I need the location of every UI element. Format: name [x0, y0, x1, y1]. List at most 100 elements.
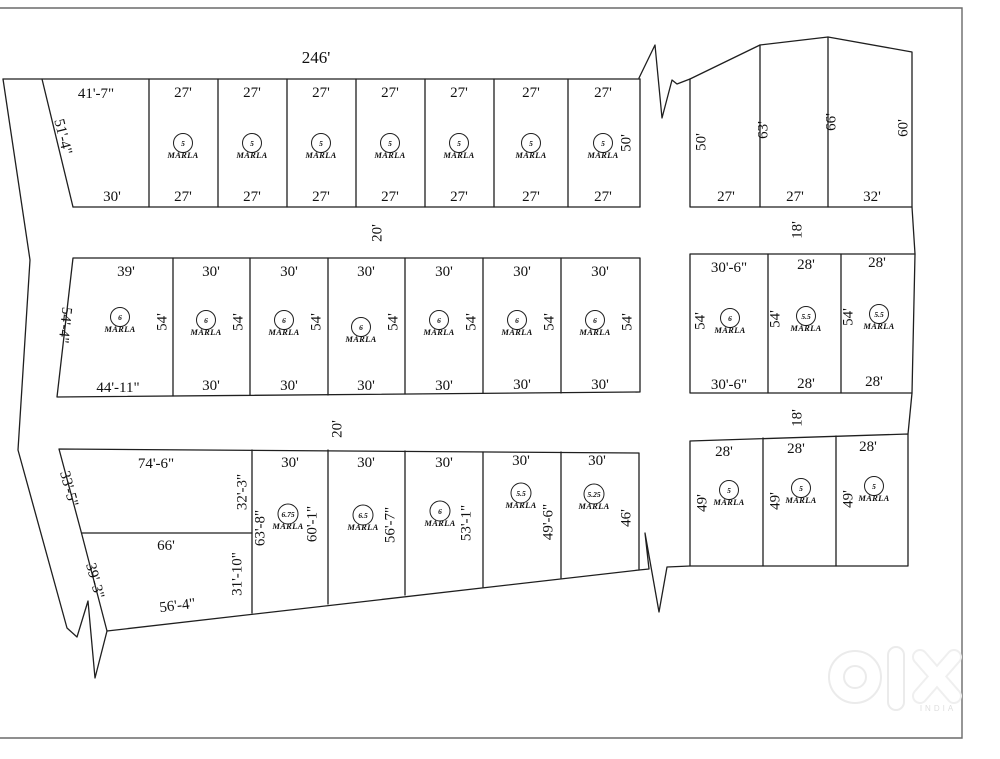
marla-value: 6	[728, 314, 732, 323]
dimension-label: 33'-5"	[56, 469, 81, 508]
row1-left-block-outline	[2, 78, 641, 208]
marla-circle	[585, 310, 605, 330]
break-line-bottom	[638, 532, 691, 613]
dimension-label: 30'	[280, 264, 298, 280]
dimension-label: 27'	[174, 85, 192, 101]
marla-unit: MARLA	[267, 327, 299, 337]
left-outer-boundary	[2, 78, 108, 679]
dimension-label: 54'	[840, 308, 856, 326]
dimension-label: 56'-7"	[382, 507, 398, 543]
marla-value: 6	[437, 316, 441, 325]
drawing-frame	[0, 7, 963, 739]
row3-right-block-labels: 28' 28' 28' 49' 49' 49' 5 5 5 MARLA MARL…	[694, 439, 889, 512]
dimension-label: 51'-4"	[50, 117, 74, 156]
marla-circle	[352, 504, 374, 526]
dimension-label: 44'-11"	[96, 380, 139, 396]
dimension-label: 54'	[230, 313, 246, 331]
row2-plot1-labels: 39' 54'-4" 44'-11" 6 MARLA 54'	[55, 264, 171, 396]
dimension-label: 63'-8"	[252, 510, 268, 546]
dimension-label: 30'	[591, 264, 609, 280]
dimension-label: 54'	[463, 313, 479, 331]
road-width-label: 18'	[789, 409, 805, 427]
marla-value: 5	[181, 139, 185, 148]
total-width-label: 246'	[302, 48, 331, 67]
row3-big-plot-labels: 74'-6" 33'-5" 32'-3" 66' 39'-3" 31'-10" …	[56, 456, 250, 616]
marla-value: 5.5	[516, 489, 526, 498]
row2-plot-labels: 30' 30' 30' 30' 30' 30' 30' 30' 30' 30' …	[189, 264, 635, 394]
marla-value: 6.5	[358, 511, 368, 520]
row2-right-block-outline	[689, 253, 916, 394]
dimension-label: 27'	[786, 189, 804, 205]
marla-circle	[510, 482, 532, 504]
dimension-label: 54'	[308, 313, 324, 331]
dimension-label: 49'	[840, 490, 856, 508]
dimension-label: 27'	[522, 189, 540, 205]
marla-unit: MARLA	[500, 327, 532, 337]
marla-unit: MARLA	[422, 327, 454, 337]
dimension-label: 53'-1"	[458, 505, 474, 541]
marla-circle	[521, 133, 541, 153]
marla-unit: MARLA	[713, 325, 745, 335]
marla-circle	[110, 307, 130, 327]
dimension-label: 28'	[787, 441, 805, 457]
marla-unit: MARLA	[789, 323, 821, 333]
marla-circle	[351, 317, 371, 337]
marla-value: 5	[601, 139, 605, 148]
dimension-label: 49'	[694, 494, 710, 512]
dimension-label: 27'	[381, 85, 399, 101]
marla-unit: MARLA	[442, 150, 474, 160]
dimension-label: 27'	[243, 189, 261, 205]
dimension-label: 41'-7"	[78, 86, 114, 102]
dimension-label: 30'	[202, 264, 220, 280]
dimension-label: 60'-1"	[304, 506, 320, 542]
row3-plot-labels: 30' 30' 30' 30' 30' 63'-8" 60'-1" 56'-7"…	[252, 453, 634, 546]
row3-right-block-outline	[689, 433, 909, 567]
marla-circle	[864, 476, 884, 496]
marla-unit: MARLA	[423, 518, 455, 528]
marla-unit: MARLA	[346, 522, 378, 532]
marla-value: 5	[872, 482, 876, 491]
marla-value: 5	[319, 139, 323, 148]
break-line-top	[638, 44, 691, 119]
marla-value: 5.5	[801, 312, 811, 321]
dimension-label: 54'-4"	[55, 306, 75, 344]
dimension-label: 54'	[619, 313, 635, 331]
olx-bar-icon	[887, 646, 905, 711]
marla-unit: MARLA	[577, 501, 609, 511]
dimension-label: 30'	[513, 377, 531, 393]
dimension-label: 27'	[450, 85, 468, 101]
marla-value: 6	[204, 316, 208, 325]
row2-left-block-outline	[56, 257, 641, 398]
marla-unit: MARLA	[344, 334, 376, 344]
dimension-label: 30'	[435, 378, 453, 394]
dimension-label: 54'	[692, 312, 708, 330]
right-boundary-connector	[911, 206, 916, 255]
marla-value: 6	[118, 313, 122, 322]
olx-watermark: INDIA	[828, 646, 962, 713]
watermark-india-label: INDIA	[920, 704, 956, 713]
marla-value: 5	[388, 139, 392, 148]
marla-value: 6	[515, 316, 519, 325]
marla-circle	[507, 310, 527, 330]
dimension-label: 28'	[868, 255, 886, 271]
dimension-label: 66'	[157, 538, 175, 554]
dimension-label: 30'	[513, 264, 531, 280]
dimension-label: 30'	[281, 455, 299, 471]
dimension-label: 30'-6"	[711, 377, 747, 393]
marla-unit: MARLA	[235, 150, 267, 160]
row1-right-block-labels: 50' 63' 66' 60' 27' 27' 32'	[693, 113, 911, 205]
dimension-label: 30'	[357, 378, 375, 394]
dimension-label: 28'	[859, 439, 877, 455]
marla-unit: MARLA	[514, 150, 546, 160]
dimension-label: 54'	[154, 313, 170, 331]
dimension-label: 54'	[385, 313, 401, 331]
marla-circle	[449, 133, 469, 153]
marla-circle	[791, 478, 811, 498]
dimension-label: 28'	[797, 257, 815, 273]
olx-o-icon	[828, 650, 882, 704]
marla-unit: MARLA	[166, 150, 198, 160]
dimension-label: 39'-3"	[82, 561, 107, 600]
marla-value: 6	[593, 316, 597, 325]
